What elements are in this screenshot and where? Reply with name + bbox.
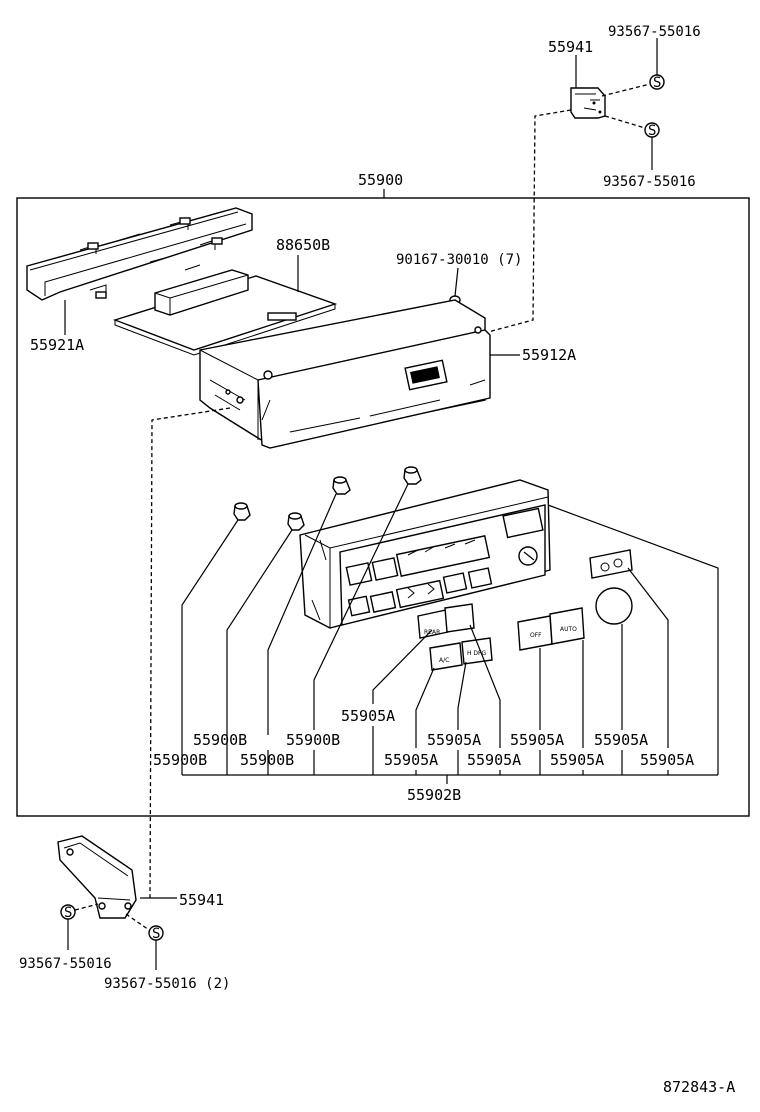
label-btn-1: 55905A [341, 707, 395, 725]
label-knob-2: 55900B [286, 731, 340, 749]
label-knob-4: 55900B [240, 751, 294, 769]
label-screw-bot-1: 93567-55016 [19, 956, 112, 972]
screw-symbol-icon: S [649, 74, 665, 91]
screw-symbol-icon: S [60, 904, 76, 921]
label-screw-mid: 90167-30010 (7) [396, 252, 522, 268]
knob-pin-icon [287, 512, 305, 531]
button-auto-icon: AUTO [549, 607, 585, 645]
label-bracket: 55941 [179, 891, 224, 909]
cover-part: 55921A [26, 207, 253, 354]
label-screw-bot-2: 93567-55016 (2) [104, 976, 230, 992]
svg-text:H DFG: H DFG [467, 650, 486, 657]
diagram-id: 872843-A [663, 1078, 735, 1096]
button-h-dfg-icon: H DFG [461, 637, 493, 665]
button-ac-icon: A/C [429, 642, 463, 671]
svg-text:S: S [64, 905, 72, 921]
knob-pin-icon [233, 502, 251, 521]
button-rear-icon: REAR [417, 609, 449, 639]
svg-text:S: S [152, 926, 160, 942]
pcb-part: 88650B [112, 236, 338, 356]
label-screw-top-2: 93567-55016 [603, 174, 696, 190]
label-knob-3: 55900B [153, 751, 207, 769]
label-knob-1: 55900B [193, 731, 247, 749]
label-cover: 55921A [30, 336, 84, 354]
knob-pin-icon [403, 466, 422, 485]
screw-symbol-icon: S [148, 925, 164, 942]
knob-pin-icon [332, 476, 351, 495]
top-clip-group: 55941 S 93567-55016 S 93567-55016 [487, 24, 701, 333]
label-assembly: 55900 [358, 171, 403, 189]
label-screw-top-1: 93567-55016 [608, 24, 701, 40]
label-btn-3: 55905A [510, 731, 564, 749]
label-btn-2: 55905A [427, 731, 481, 749]
label-btn-4: 55905A [594, 731, 648, 749]
svg-text:AUTO: AUTO [560, 626, 577, 633]
housing-part: 55912A [149, 299, 576, 899]
label-btn-7: 55905A [550, 751, 604, 769]
label-btn-5: 55905A [384, 751, 438, 769]
svg-text:S: S [653, 75, 661, 91]
label-panel: 55902B [407, 786, 461, 804]
svg-text:OFF: OFF [530, 632, 542, 639]
round-knob-icon [595, 587, 633, 625]
label-btn-8: 55905A [640, 751, 694, 769]
svg-text:S: S [648, 123, 656, 139]
svg-text:A/C: A/C [439, 657, 449, 664]
button-fan-icon [589, 549, 633, 579]
svg-text:REAR: REAR [424, 629, 440, 636]
label-housing: 55912A [522, 346, 576, 364]
label-clip-top: 55941 [548, 38, 593, 56]
bottom-bracket-group: 55941 S 93567-55016 S 93567-55016 (2) [19, 835, 230, 992]
label-pcb: 88650B [276, 236, 330, 254]
button-icon [444, 603, 475, 633]
label-btn-6: 55905A [467, 751, 521, 769]
button-off-icon: OFF [517, 615, 553, 651]
assembly-frame [16, 197, 750, 817]
screw-symbol-icon: S [644, 122, 660, 139]
control-panel-part [299, 479, 551, 629]
